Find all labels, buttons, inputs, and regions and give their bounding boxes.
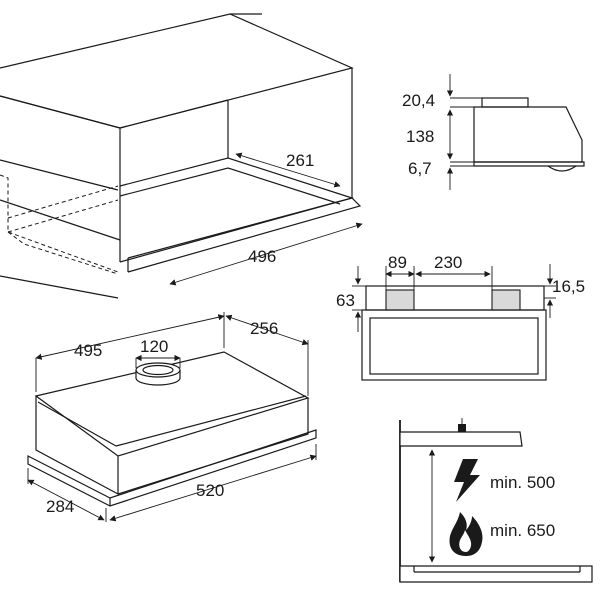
dim-body-depth: 284 [46,497,74,516]
cabinet-drawing [0,13,363,299]
lightning-icon [454,459,480,502]
dim-hood-width: 495 [74,341,102,360]
clearance-drawing [399,418,593,583]
dim-outlet-diameter: 120 [140,337,168,356]
dim-front-left: 89 [388,253,407,272]
flame-icon [449,512,483,556]
dim-front-spacing: 230 [434,253,462,272]
dim-front-right: 16,5 [552,277,585,296]
front-view-drawing [352,264,556,381]
dim-body-width: 520 [196,481,224,500]
side-view-drawing [446,74,585,190]
clearance-electric-label: min. 500 [490,473,555,492]
dim-hood-depth: 256 [250,319,278,338]
dim-front-height: 63 [336,291,355,310]
hood-drawing [27,312,317,522]
clearance-gas-label: min. 650 [490,521,555,540]
dim-side-top: 20,4 [402,91,435,110]
dim-side-bottom: 6,7 [408,159,432,178]
dim-cabinet-width: 496 [248,247,276,266]
dim-side-height: 138 [406,127,434,146]
dim-cabinet-depth: 261 [286,151,314,170]
